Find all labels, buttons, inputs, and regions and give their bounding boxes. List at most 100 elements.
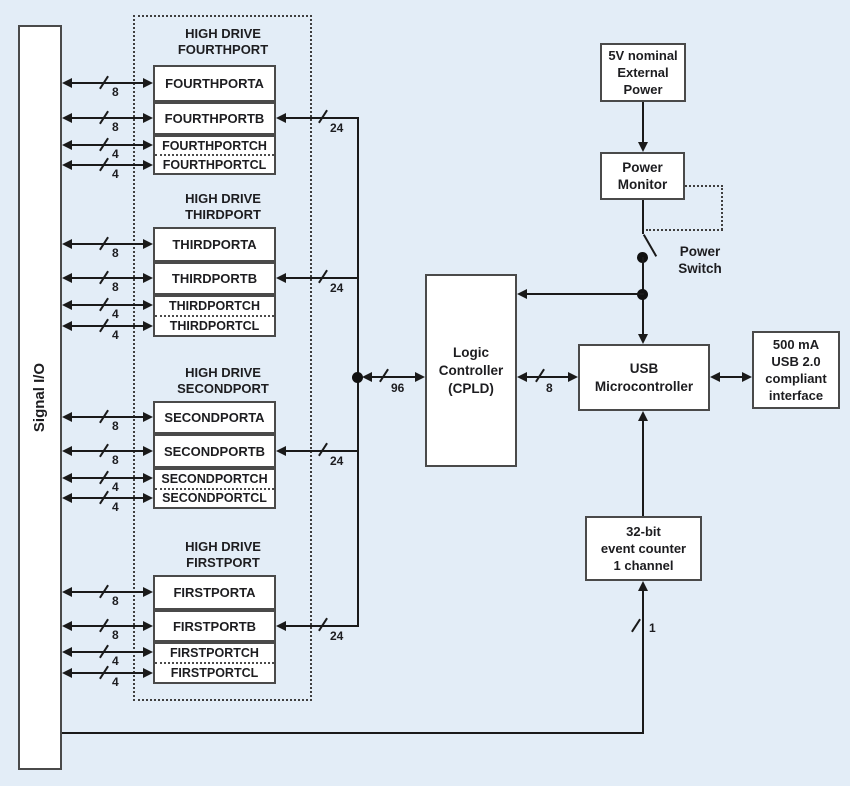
arrowhead bbox=[143, 621, 153, 631]
group-title-fourthport: HIGH DRIVE FOURTHPORT bbox=[177, 26, 269, 57]
arrowhead bbox=[143, 412, 153, 422]
bus-junction-dot bbox=[352, 372, 363, 383]
arrowhead bbox=[143, 140, 153, 150]
arrowhead bbox=[143, 446, 153, 456]
wire-width-label: 8 bbox=[112, 120, 119, 134]
arrowhead bbox=[143, 321, 153, 331]
wire-width-label: 4 bbox=[112, 500, 119, 514]
usb-microcontroller-label: USB Microcontroller bbox=[594, 360, 694, 394]
arrowhead bbox=[62, 587, 72, 597]
port-box-fourthportchcl: FOURTHPORTCH FOURTHPORTCL bbox=[153, 135, 276, 175]
port-label: THIRDPORTB bbox=[171, 271, 258, 286]
port-label: FIRSTPORTB bbox=[172, 618, 257, 634]
wire bbox=[70, 497, 146, 499]
port-label-cl: FOURTHPORTCL bbox=[155, 154, 274, 173]
wire bbox=[62, 732, 644, 734]
arrowhead bbox=[143, 587, 153, 597]
arrowhead bbox=[62, 621, 72, 631]
wire bbox=[527, 293, 644, 295]
arrowhead bbox=[62, 300, 72, 310]
wire-width-label: 4 bbox=[112, 167, 119, 181]
arrowhead bbox=[276, 621, 286, 631]
wire-width-label: 1 bbox=[649, 621, 656, 635]
wire bbox=[70, 651, 146, 653]
dotted-feedback-wire bbox=[685, 185, 723, 187]
bus-width-label: 96 bbox=[391, 381, 405, 395]
port-label-cl: THIRDPORTCL bbox=[155, 315, 274, 335]
arrowhead bbox=[710, 372, 720, 382]
port-box-firstportb: FIRSTPORTB bbox=[153, 610, 276, 642]
arrowhead bbox=[143, 239, 153, 249]
power-monitor-label: Power Monitor bbox=[617, 160, 668, 192]
power-monitor-box: Power Monitor bbox=[600, 152, 685, 200]
arrowhead bbox=[517, 372, 527, 382]
wire-width-label: 8 bbox=[112, 419, 119, 433]
usb-microcontroller-box: USB Microcontroller bbox=[578, 344, 710, 411]
port-box-secondportchcl: SECONDPORTCH SECONDPORTCL bbox=[153, 468, 276, 509]
wire bbox=[70, 117, 146, 119]
arrowhead bbox=[62, 113, 72, 123]
port-box-fourthportb: FOURTHPORTB bbox=[153, 102, 276, 135]
event-counter-box: 32-bit event counter 1 channel bbox=[585, 516, 702, 581]
arrowhead bbox=[362, 372, 372, 382]
arrowhead bbox=[517, 289, 527, 299]
port-label-cl: FIRSTPORTCL bbox=[155, 662, 274, 682]
wire-width-label: 8 bbox=[112, 628, 119, 642]
arrowhead bbox=[62, 412, 72, 422]
wire bbox=[70, 591, 146, 593]
wire bbox=[70, 304, 146, 306]
port-box-fourthporta: FOURTHPORTA bbox=[153, 65, 276, 102]
arrowhead bbox=[638, 142, 648, 152]
arrowhead bbox=[568, 372, 578, 382]
event-counter-label: 32-bit event counter 1 channel bbox=[600, 524, 687, 573]
arrowhead bbox=[276, 446, 286, 456]
logic-controller-box: Logic Controller (CPLD) bbox=[425, 274, 517, 467]
wire-width-label: 8 bbox=[112, 594, 119, 608]
wire bbox=[70, 277, 146, 279]
port-box-secondportb: SECONDPORTB bbox=[153, 434, 276, 468]
wire-width-label: 4 bbox=[112, 480, 119, 494]
dotted-feedback-wire bbox=[646, 229, 723, 231]
wire-width-label: 4 bbox=[112, 328, 119, 342]
group-title-thirdport: HIGH DRIVE THIRDPORT bbox=[185, 191, 261, 222]
bus-wire-8 bbox=[525, 376, 570, 378]
external-power-box: 5V nominal External Power bbox=[600, 43, 686, 102]
wire bbox=[70, 243, 146, 245]
wire bbox=[70, 450, 146, 452]
group-title-firstport: HIGH DRIVE FIRSTPORT bbox=[185, 539, 261, 570]
arrowhead bbox=[143, 273, 153, 283]
group-title-secondport: HIGH DRIVE SECONDPORT bbox=[177, 365, 269, 396]
arrowhead bbox=[638, 334, 648, 344]
bus-width-label: 24 bbox=[330, 121, 344, 135]
wire-width-label: 8 bbox=[112, 280, 119, 294]
wire-width-label: 4 bbox=[112, 147, 119, 161]
port-label: FOURTHPORTA bbox=[165, 76, 264, 91]
wire bbox=[70, 164, 146, 166]
port-label-ch: FIRSTPORTCH bbox=[170, 646, 259, 660]
port-label-ch: SECONDPORTCH bbox=[161, 471, 268, 486]
arrowhead bbox=[62, 446, 72, 456]
wire bbox=[70, 625, 146, 627]
bus-width-label: 24 bbox=[330, 281, 344, 295]
arrowhead bbox=[62, 78, 72, 88]
port-box-firstporta: FIRSTPORTA bbox=[153, 575, 276, 610]
port-label: FOURTHPORTB bbox=[164, 111, 265, 126]
signal-io-box: Signal I/O bbox=[18, 25, 62, 770]
wire-width-label: 4 bbox=[112, 675, 119, 689]
port-label-ch: FOURTHPORTCH bbox=[162, 138, 267, 153]
arrowhead bbox=[143, 78, 153, 88]
arrowhead bbox=[143, 647, 153, 657]
port-label: THIRDPORTA bbox=[172, 237, 257, 252]
port-label-ch: THIRDPORTCH bbox=[169, 299, 260, 313]
port-box-secondporta: SECONDPORTA bbox=[153, 401, 276, 434]
wire-width-label: 8 bbox=[112, 453, 119, 467]
wire bbox=[70, 672, 146, 674]
arrowhead bbox=[276, 273, 286, 283]
dotted-feedback-wire bbox=[721, 185, 723, 230]
port-label: SECONDPORTA bbox=[164, 410, 265, 425]
high-drive-ports-dotted-enclosure bbox=[133, 15, 312, 701]
arrowhead bbox=[143, 493, 153, 503]
wire bbox=[718, 376, 744, 378]
usb-interface-label: 500 mA USB 2.0 compliant interface bbox=[765, 337, 827, 403]
bus-width-label: 8 bbox=[546, 381, 553, 395]
